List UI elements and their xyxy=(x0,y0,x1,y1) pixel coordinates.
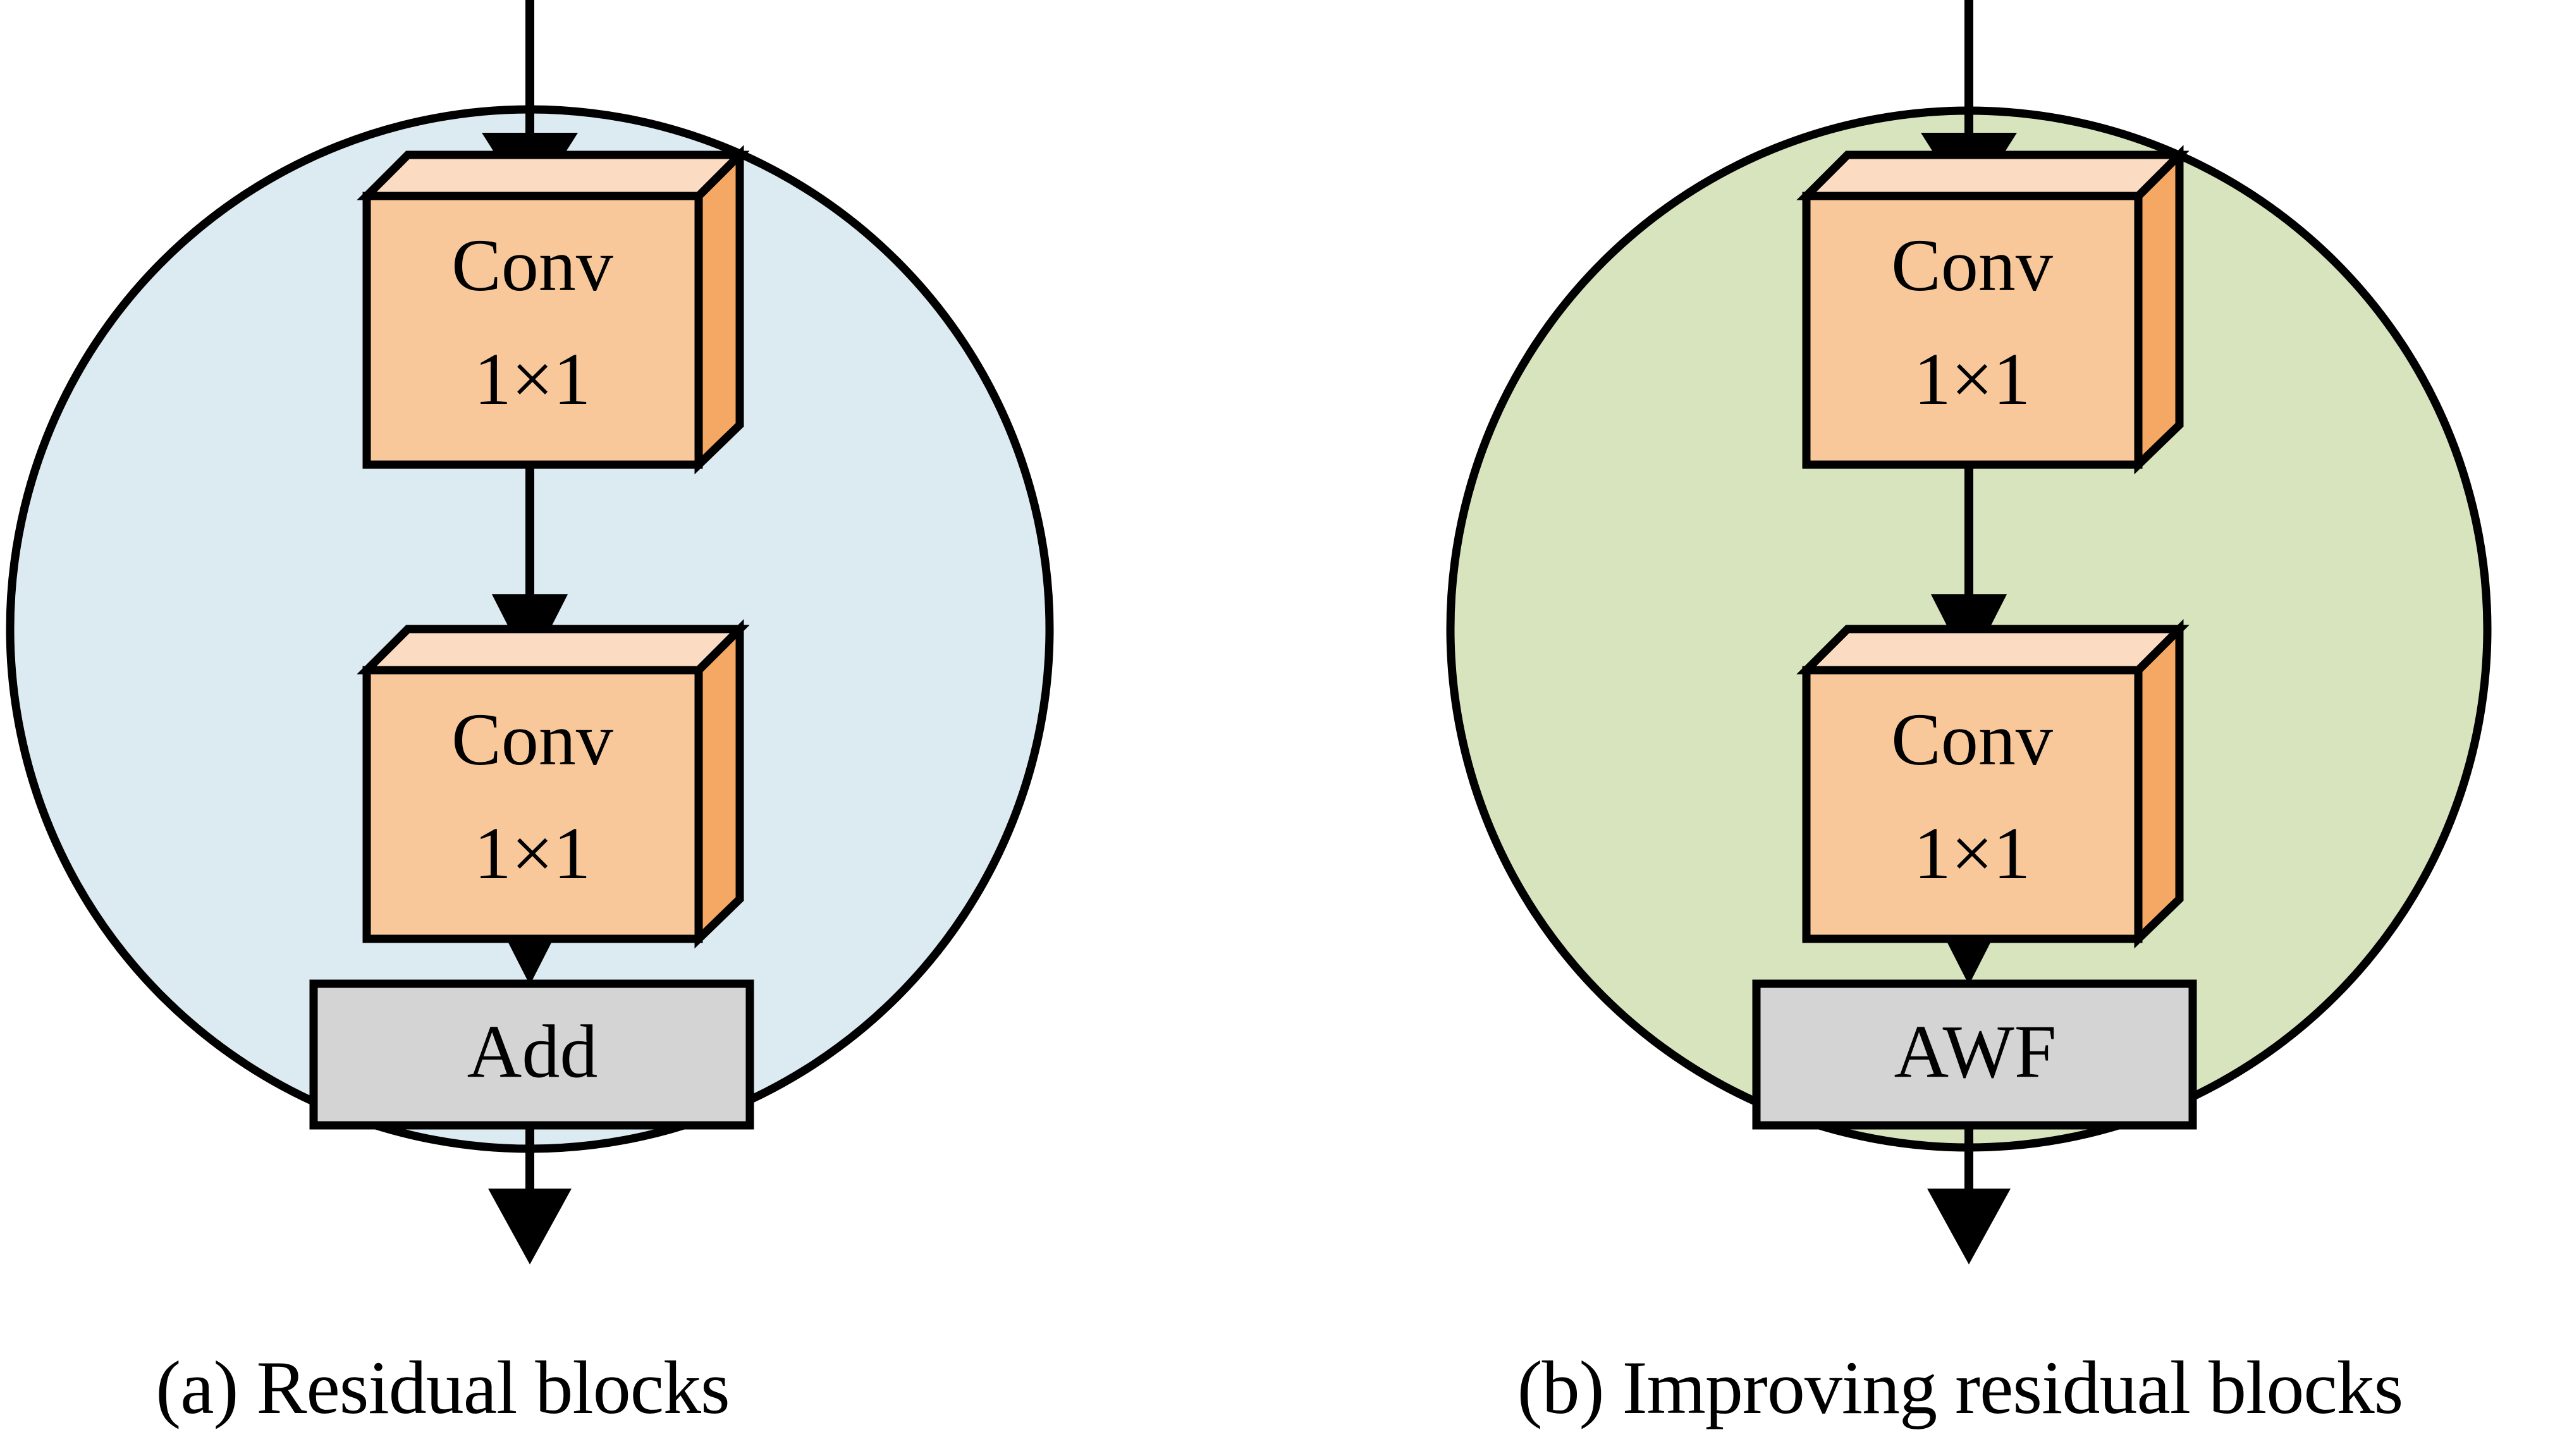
panel-a-conv2-top-face xyxy=(357,625,750,675)
panel-a-merge-rect xyxy=(309,979,754,1130)
panel-a-conv2-label-line2: 1×1 xyxy=(474,812,591,895)
panel-b-conv1-side-face xyxy=(2134,145,2184,475)
panel-a-caption: (a) Residual blocks xyxy=(156,1345,729,1429)
panel-b-conv2-label-line2: 1×1 xyxy=(1914,812,2031,895)
panel-b-conv1-top-face xyxy=(1796,150,2190,200)
panel-b-output-arrowhead xyxy=(1927,1189,2011,1264)
panel-a-conv1-top-face xyxy=(357,150,750,200)
panel-a-merge-box: Add xyxy=(309,979,754,1130)
panel-b-conv2-label-line1: Conv xyxy=(1891,698,2053,781)
panel-b-merge-label: AWF xyxy=(1894,1010,2056,1094)
panel-b-conv2-box: Conv 1×1 xyxy=(1796,619,2190,949)
panel-a-conv2-label-line1: Conv xyxy=(451,698,613,781)
panel-b-merge-box: AWF xyxy=(1752,979,2197,1130)
panel-a: Conv 1×1 Conv 1×1 Add (a) Residual block… xyxy=(6,0,1054,1429)
panel-a-conv1-front-face xyxy=(362,192,703,469)
panel-a-merge-label: Add xyxy=(467,1010,598,1094)
panel-a-conv2-side-face xyxy=(694,619,744,949)
panel-b-conv1-box: Conv 1×1 xyxy=(1796,145,2190,475)
panel-b: Conv 1×1 Conv 1×1 AWF (b) Improving resi… xyxy=(1446,0,2492,1429)
panel-b-conv2-side-face xyxy=(2134,619,2184,949)
panel-a-conv2-box: Conv 1×1 xyxy=(357,619,750,949)
panel-a-conv1-side-face xyxy=(694,145,744,475)
panel-b-conv1-label-line2: 1×1 xyxy=(1914,338,2031,420)
panel-b-conv2-top-face xyxy=(1796,625,2190,675)
panel-a-conv1-label-line2: 1×1 xyxy=(474,338,591,420)
panel-a-conv1-box: Conv 1×1 xyxy=(357,145,750,475)
panel-b-conv1-label-line1: Conv xyxy=(1891,224,2053,307)
panel-b-conv1-front-face xyxy=(1802,192,2143,469)
panel-a-output-arrowhead xyxy=(488,1189,572,1264)
panel-b-conv2-front-face xyxy=(1802,666,2143,943)
panel-a-conv2-front-face xyxy=(362,666,703,943)
panel-a-conv1-label-line1: Conv xyxy=(451,224,613,307)
panel-b-caption: (b) Improving residual blocks xyxy=(1517,1345,2403,1429)
panel-b-merge-rect xyxy=(1752,979,2197,1130)
